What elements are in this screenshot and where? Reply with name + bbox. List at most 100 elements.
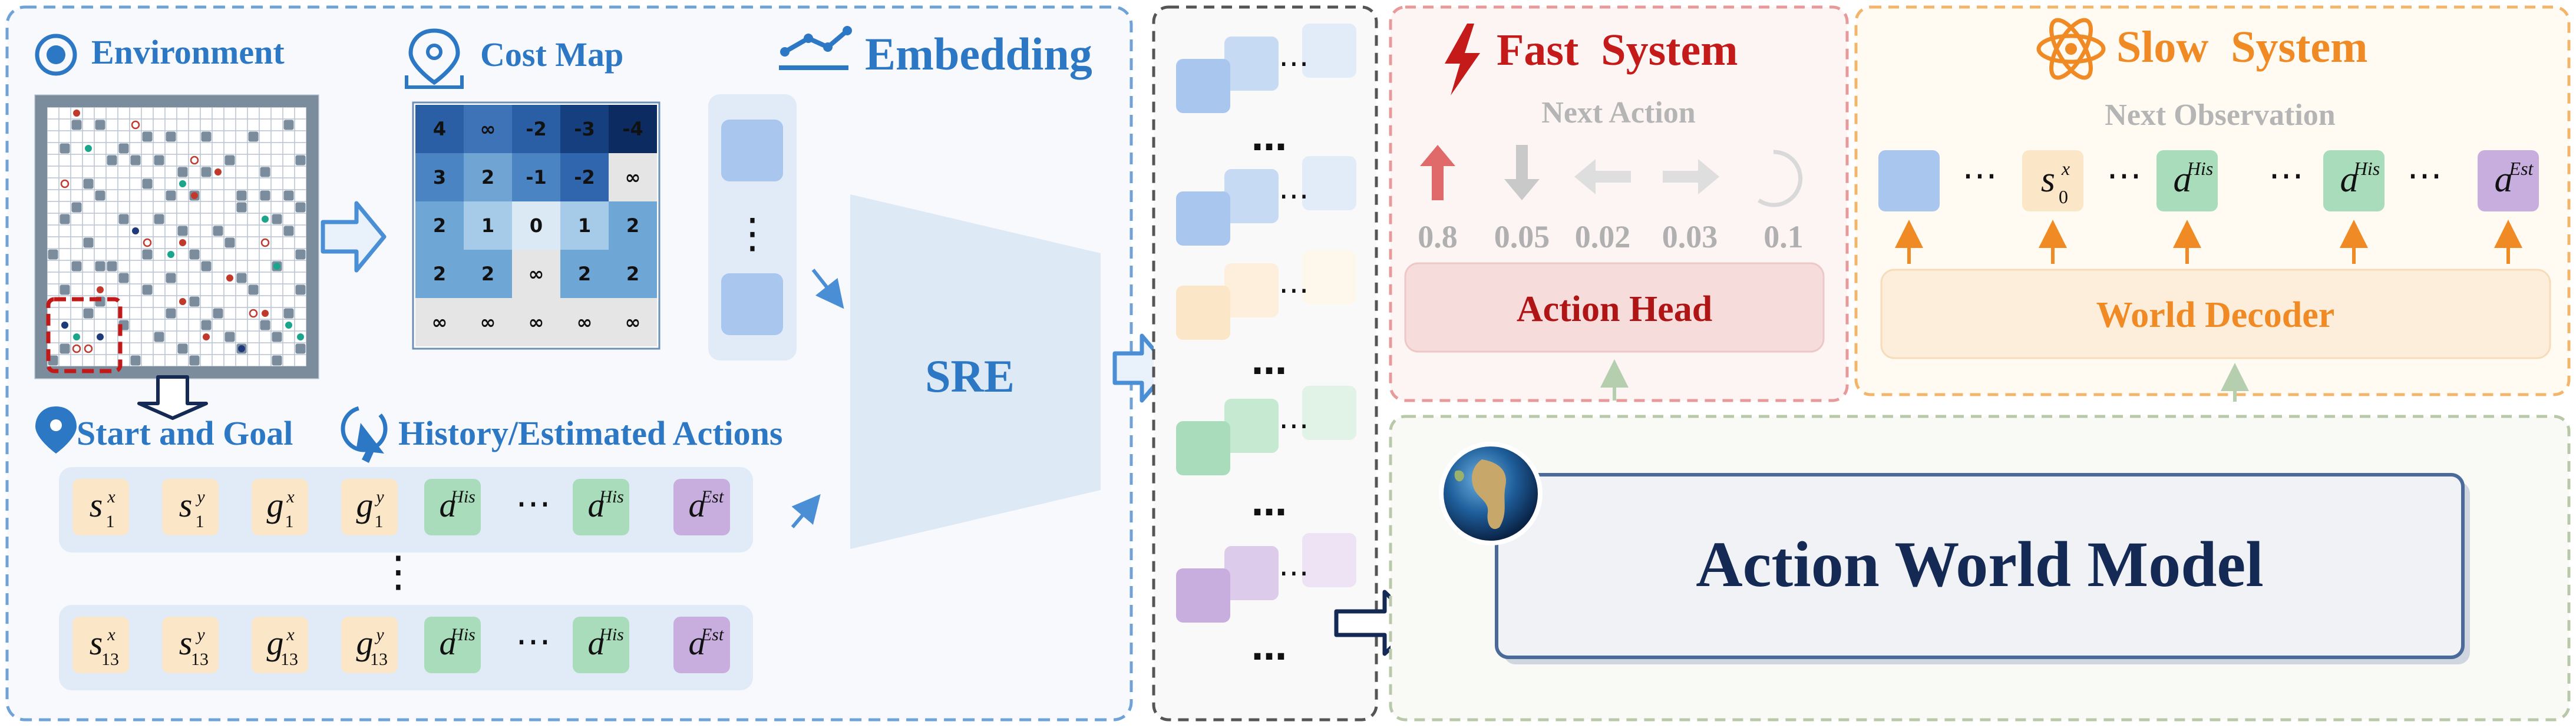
grid-border-cell	[47, 95, 59, 107]
cost-cell-value: ∞	[480, 311, 496, 333]
start-y-token: s	[179, 486, 193, 524]
obstacle-cell	[154, 332, 164, 342]
cost-cell-value: -2	[526, 118, 547, 140]
grid-border-cell	[35, 331, 47, 343]
goal-y-token: g	[356, 486, 374, 524]
grid-border-cell	[271, 95, 283, 107]
trend-line-icon	[779, 26, 852, 70]
cost-cell	[560, 105, 609, 153]
action-head-label: Action Head	[1517, 289, 1712, 329]
obstacle-cell	[142, 284, 153, 295]
grid-border-cell	[59, 95, 71, 107]
embedding-vdots: ⋮	[732, 209, 773, 257]
start-observation-token-sup: x	[2061, 158, 2070, 179]
obstacle-cell	[177, 343, 188, 354]
start-observation-token: s	[2041, 160, 2055, 200]
history-action-token: a	[2174, 160, 2192, 200]
obstacle-cell	[248, 284, 259, 295]
goal-dot	[179, 180, 186, 187]
cost-cell-value: -4	[622, 118, 643, 140]
grid-border-cell	[271, 366, 283, 378]
grid-border-cell	[35, 178, 47, 190]
grid-border-cell	[35, 343, 47, 355]
cost-cell-value: ∞	[529, 263, 544, 285]
grid-border-cell	[283, 95, 295, 107]
obstacle-cell	[224, 155, 235, 166]
stack-dots: …	[1251, 118, 1287, 159]
obstacle-cell	[118, 214, 129, 224]
start-y-token: s	[179, 624, 193, 662]
action-probability: 0.05	[1494, 219, 1550, 254]
grid-border-cell	[118, 95, 130, 107]
agent-dot	[132, 227, 139, 234]
cost-cell-value: ∞	[577, 311, 593, 333]
cost-cell	[464, 105, 512, 153]
start-observation-token-box	[2022, 150, 2083, 211]
obstacle-cell	[166, 367, 176, 378]
obstacle-cell	[60, 143, 70, 154]
cost-cell-value: 2	[433, 214, 446, 237]
stack-dots: …	[1251, 342, 1287, 383]
obstacle-cell	[201, 320, 212, 330]
goal-x-token-sub: 13	[280, 650, 298, 669]
cost-cell	[415, 298, 464, 346]
stack-token	[1224, 169, 1279, 223]
grid-border-cell	[130, 95, 141, 107]
environment-grid	[34, 94, 319, 379]
estimated-action-token-box	[2478, 150, 2539, 211]
history-action-token-sup: His	[2187, 158, 2213, 179]
cost-cell	[512, 298, 560, 346]
grid-border-cell	[35, 225, 47, 237]
obstacle-cell	[118, 273, 129, 283]
cost-cell-value: 2	[626, 263, 639, 285]
cost-cell-value: ∞	[432, 311, 448, 333]
stack-dots: …	[1251, 483, 1287, 524]
location-pin-icon	[35, 406, 77, 454]
grid-border-cell	[306, 154, 318, 166]
ellipsis: ⋯	[516, 483, 551, 524]
obstacle-cell	[236, 202, 247, 213]
cost-cell-value: 1	[578, 214, 591, 237]
world-decoder-box	[1880, 269, 2551, 359]
obstacle-cell	[272, 332, 282, 342]
goal-x-token-box	[252, 479, 308, 535]
grid-border-cell	[236, 95, 247, 107]
agent-dot	[61, 322, 68, 329]
grid-border-cell	[35, 319, 47, 331]
grid-border-cell	[306, 331, 318, 343]
cost-cell	[609, 153, 657, 201]
obstacle-cell	[283, 190, 294, 201]
obstacle-cell	[166, 273, 176, 283]
cost-cell-value: ∞	[529, 311, 544, 333]
grid-border-cell	[141, 95, 153, 107]
left-arrow-icon	[1574, 159, 1631, 194]
goal-x-token-sub: 1	[285, 512, 294, 531]
obstacle-cell	[83, 237, 94, 248]
obstacle-cell	[118, 143, 129, 154]
agent-dot	[262, 310, 269, 317]
history-action-token: a	[2340, 160, 2359, 200]
grid-border-cell	[71, 95, 82, 107]
environment-title: Environment	[91, 33, 285, 71]
cost-cell	[512, 250, 560, 298]
obstacle-cell	[260, 320, 270, 330]
agent-dot	[191, 192, 198, 199]
stack-ellipsis: ⋯	[1279, 555, 1309, 591]
obstacle-cell	[248, 131, 259, 142]
goal-x-token-box	[252, 617, 308, 673]
down-hollow-arrow	[137, 375, 208, 420]
goal-x-token: g	[267, 486, 284, 524]
obstacle-cell	[295, 284, 306, 295]
cost-cell-value: 2	[481, 263, 494, 285]
obstacle-cell	[48, 355, 58, 366]
obstacle-cell	[71, 120, 82, 130]
obstacle-cell	[166, 131, 176, 142]
estimated-action-token-sup: Est	[701, 625, 724, 644]
ring-marker	[131, 120, 140, 130]
cost-cell	[609, 201, 657, 250]
stack-token	[1302, 156, 1356, 210]
grid-border-cell	[189, 95, 200, 107]
goal-dot	[273, 263, 280, 270]
start-y-token-box	[162, 479, 219, 535]
